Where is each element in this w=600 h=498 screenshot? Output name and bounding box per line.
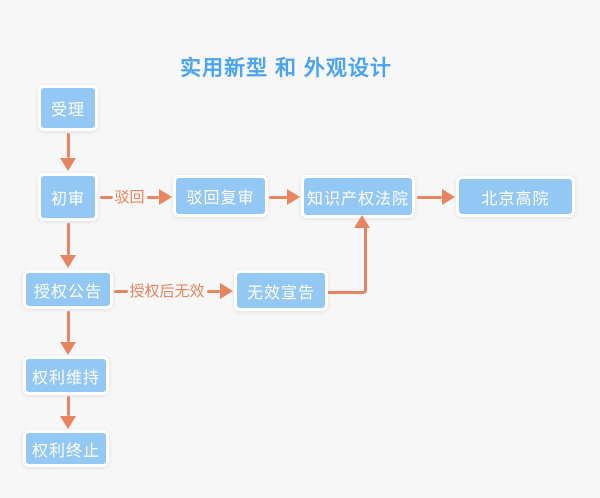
arrow-line	[66, 133, 70, 158]
arrow-line	[269, 195, 287, 199]
arrow-preliminary-to-rejection-review: 驳回	[100, 186, 173, 208]
arrow-line	[417, 195, 442, 199]
node-received: 受理	[38, 85, 98, 131]
arrow-head-up-icon	[354, 215, 370, 228]
connector-invalidation-to-ip-court	[328, 227, 367, 294]
node-preliminary-exam: 初审	[38, 173, 98, 221]
arrow-head-right-icon	[442, 189, 455, 205]
arrow-line	[66, 396, 70, 416]
arrow-head-down-icon	[60, 255, 76, 268]
edge-label-rejected: 驳回	[114, 188, 145, 206]
arrow-line	[66, 311, 70, 342]
node-right-terminated: 权利终止	[23, 430, 109, 467]
node-rejection-review: 驳回复审	[173, 175, 268, 217]
arrow-head-right-icon	[159, 189, 173, 205]
arrow-rejection-review-to-ip-court	[269, 186, 300, 208]
arrow-head-down-icon	[60, 416, 76, 429]
node-beijing-high-court: 北京高院	[456, 176, 575, 217]
arrow-head-right-icon	[287, 189, 300, 205]
arrow-maintained-to-terminated	[60, 396, 76, 429]
arrow-head-right-icon	[220, 283, 234, 299]
node-grant-announcement: 授权公告	[23, 270, 113, 309]
page-title: 实用新型 和 外观设计	[180, 57, 392, 80]
arrow-line	[114, 289, 128, 293]
node-invalidation-declaration: 无效宣告	[234, 270, 328, 311]
node-ip-court: 知识产权法院	[301, 175, 415, 218]
arrow-preliminary-to-grant	[60, 223, 76, 268]
arrow-received-to-preliminary	[60, 133, 76, 171]
arrow-line	[206, 289, 221, 293]
edge-label-invalid-after-grant: 授权后无效	[129, 282, 205, 300]
arrow-line	[66, 223, 70, 255]
arrow-head-down-icon	[60, 342, 76, 355]
arrow-grant-to-invalidation: 授权后无效	[114, 280, 234, 302]
arrow-head-down-icon	[60, 158, 76, 171]
arrow-ip-court-to-beijing-high-court	[417, 186, 455, 208]
arrow-line	[146, 195, 160, 199]
node-right-maintained: 权利维持	[23, 356, 109, 395]
arrow-grant-to-maintained	[60, 311, 76, 355]
arrow-line	[100, 195, 113, 199]
